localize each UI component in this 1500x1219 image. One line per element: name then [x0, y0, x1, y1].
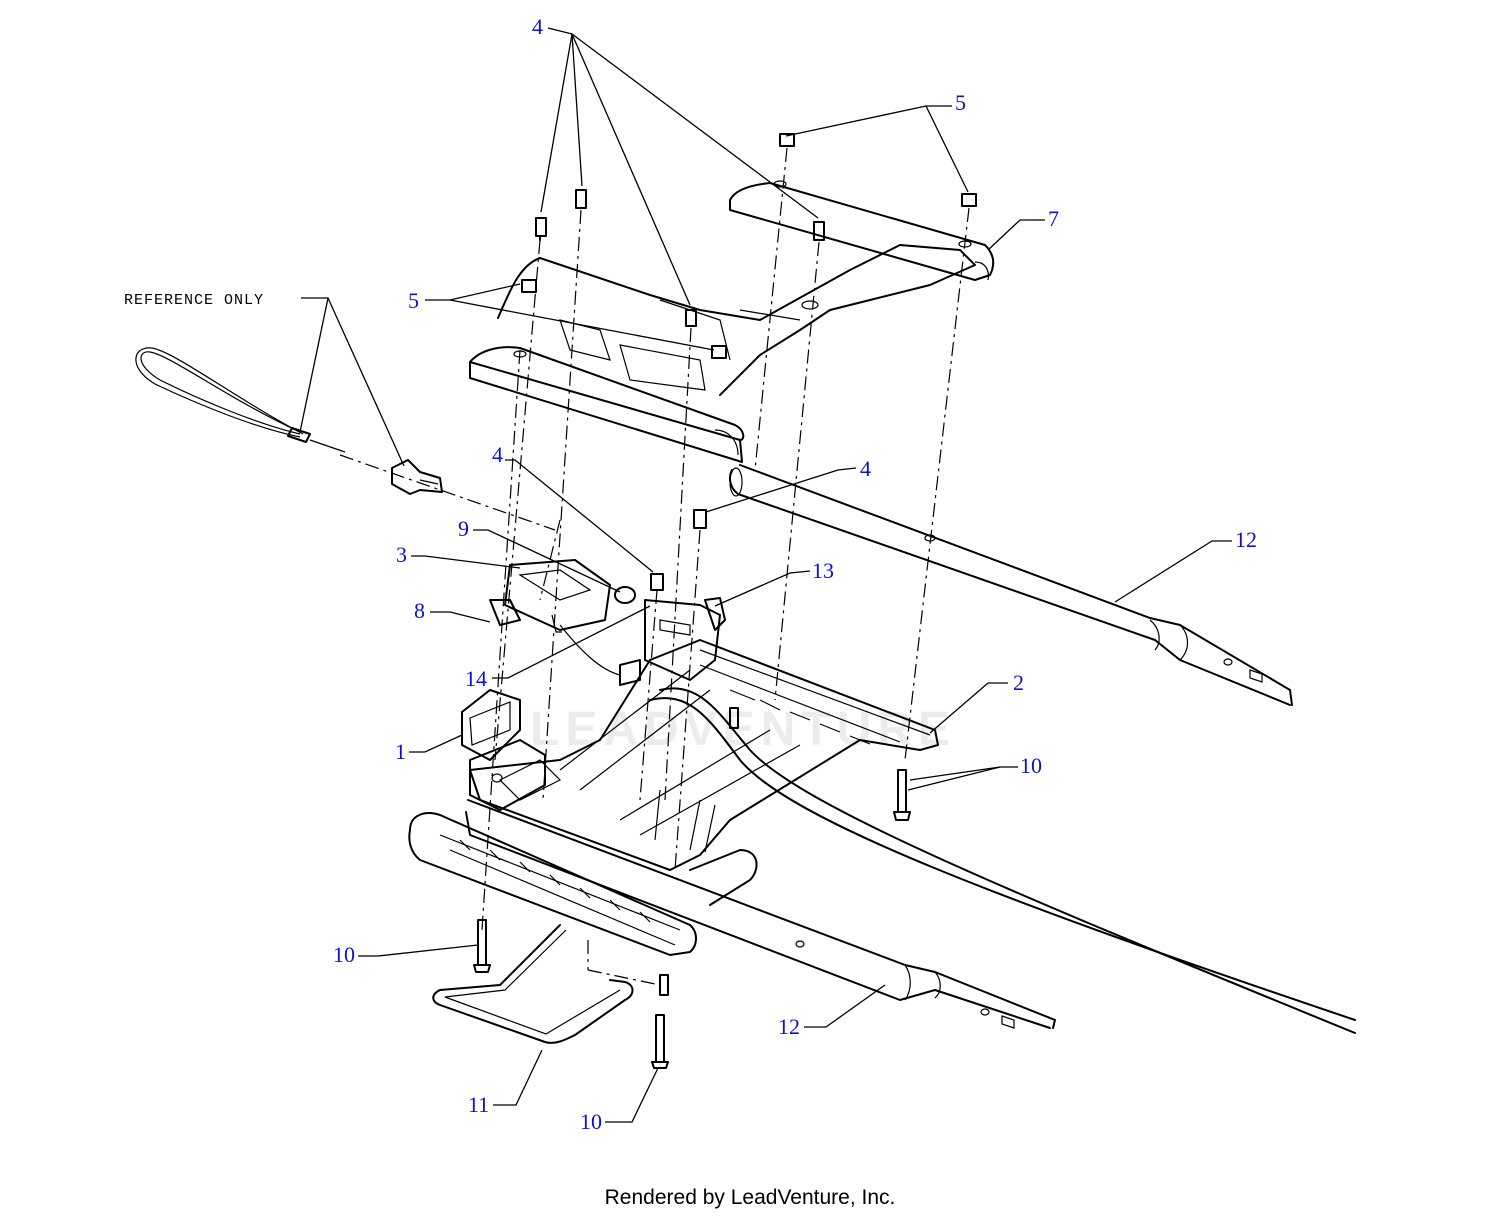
- callout-11: 11: [468, 1092, 489, 1117]
- bail-handle: [432, 924, 634, 1044]
- footer-credit: Rendered by LeadVenture, Inc.: [604, 1186, 896, 1209]
- callout-4-top: 4: [532, 14, 543, 39]
- callout-labels: 4 5 7 5 REFERENCE ONLY 4 4 12 9 3 13 8 1…: [124, 14, 1257, 1134]
- right-handle-tube: [729, 464, 1293, 706]
- callout-1: 1: [395, 739, 406, 764]
- callout-2: 2: [1013, 670, 1024, 695]
- watermark-text: LEADVENTURE: [530, 703, 956, 756]
- callout-4-mid-left: 4: [492, 442, 503, 467]
- callout-12-right: 12: [1235, 527, 1257, 552]
- callout-8: 8: [414, 598, 425, 623]
- callout-14: 14: [465, 666, 487, 691]
- callout-9: 9: [458, 516, 469, 541]
- lower-dash-shroud: [408, 812, 758, 956]
- reference-only-note: REFERENCE ONLY: [124, 292, 264, 309]
- leader-lines: [299, 27, 1232, 1123]
- battery-compartment: [461, 689, 546, 811]
- pins: [473, 707, 911, 1069]
- assembly-centerlines: [339, 147, 970, 986]
- left-handle-tube: [465, 799, 1056, 1029]
- callout-3: 3: [396, 542, 407, 567]
- control-module: [489, 559, 726, 686]
- callout-12-bottom: 12: [778, 1014, 800, 1039]
- callout-5-left: 5: [408, 288, 419, 313]
- safety-key-lanyard: [135, 347, 443, 495]
- callout-10-bottom: 10: [580, 1109, 602, 1134]
- callout-10-left: 10: [333, 942, 355, 967]
- callout-10-right: 10: [1020, 753, 1042, 778]
- upper-dash-cover: [469, 180, 995, 463]
- bolt-hardware: [521, 133, 977, 591]
- callout-5-top: 5: [955, 90, 966, 115]
- main-frame: [469, 639, 939, 871]
- callout-13: 13: [812, 558, 834, 583]
- callout-7: 7: [1048, 206, 1059, 231]
- control-cable: [649, 687, 1356, 1034]
- callout-4-mid-right: 4: [860, 456, 871, 481]
